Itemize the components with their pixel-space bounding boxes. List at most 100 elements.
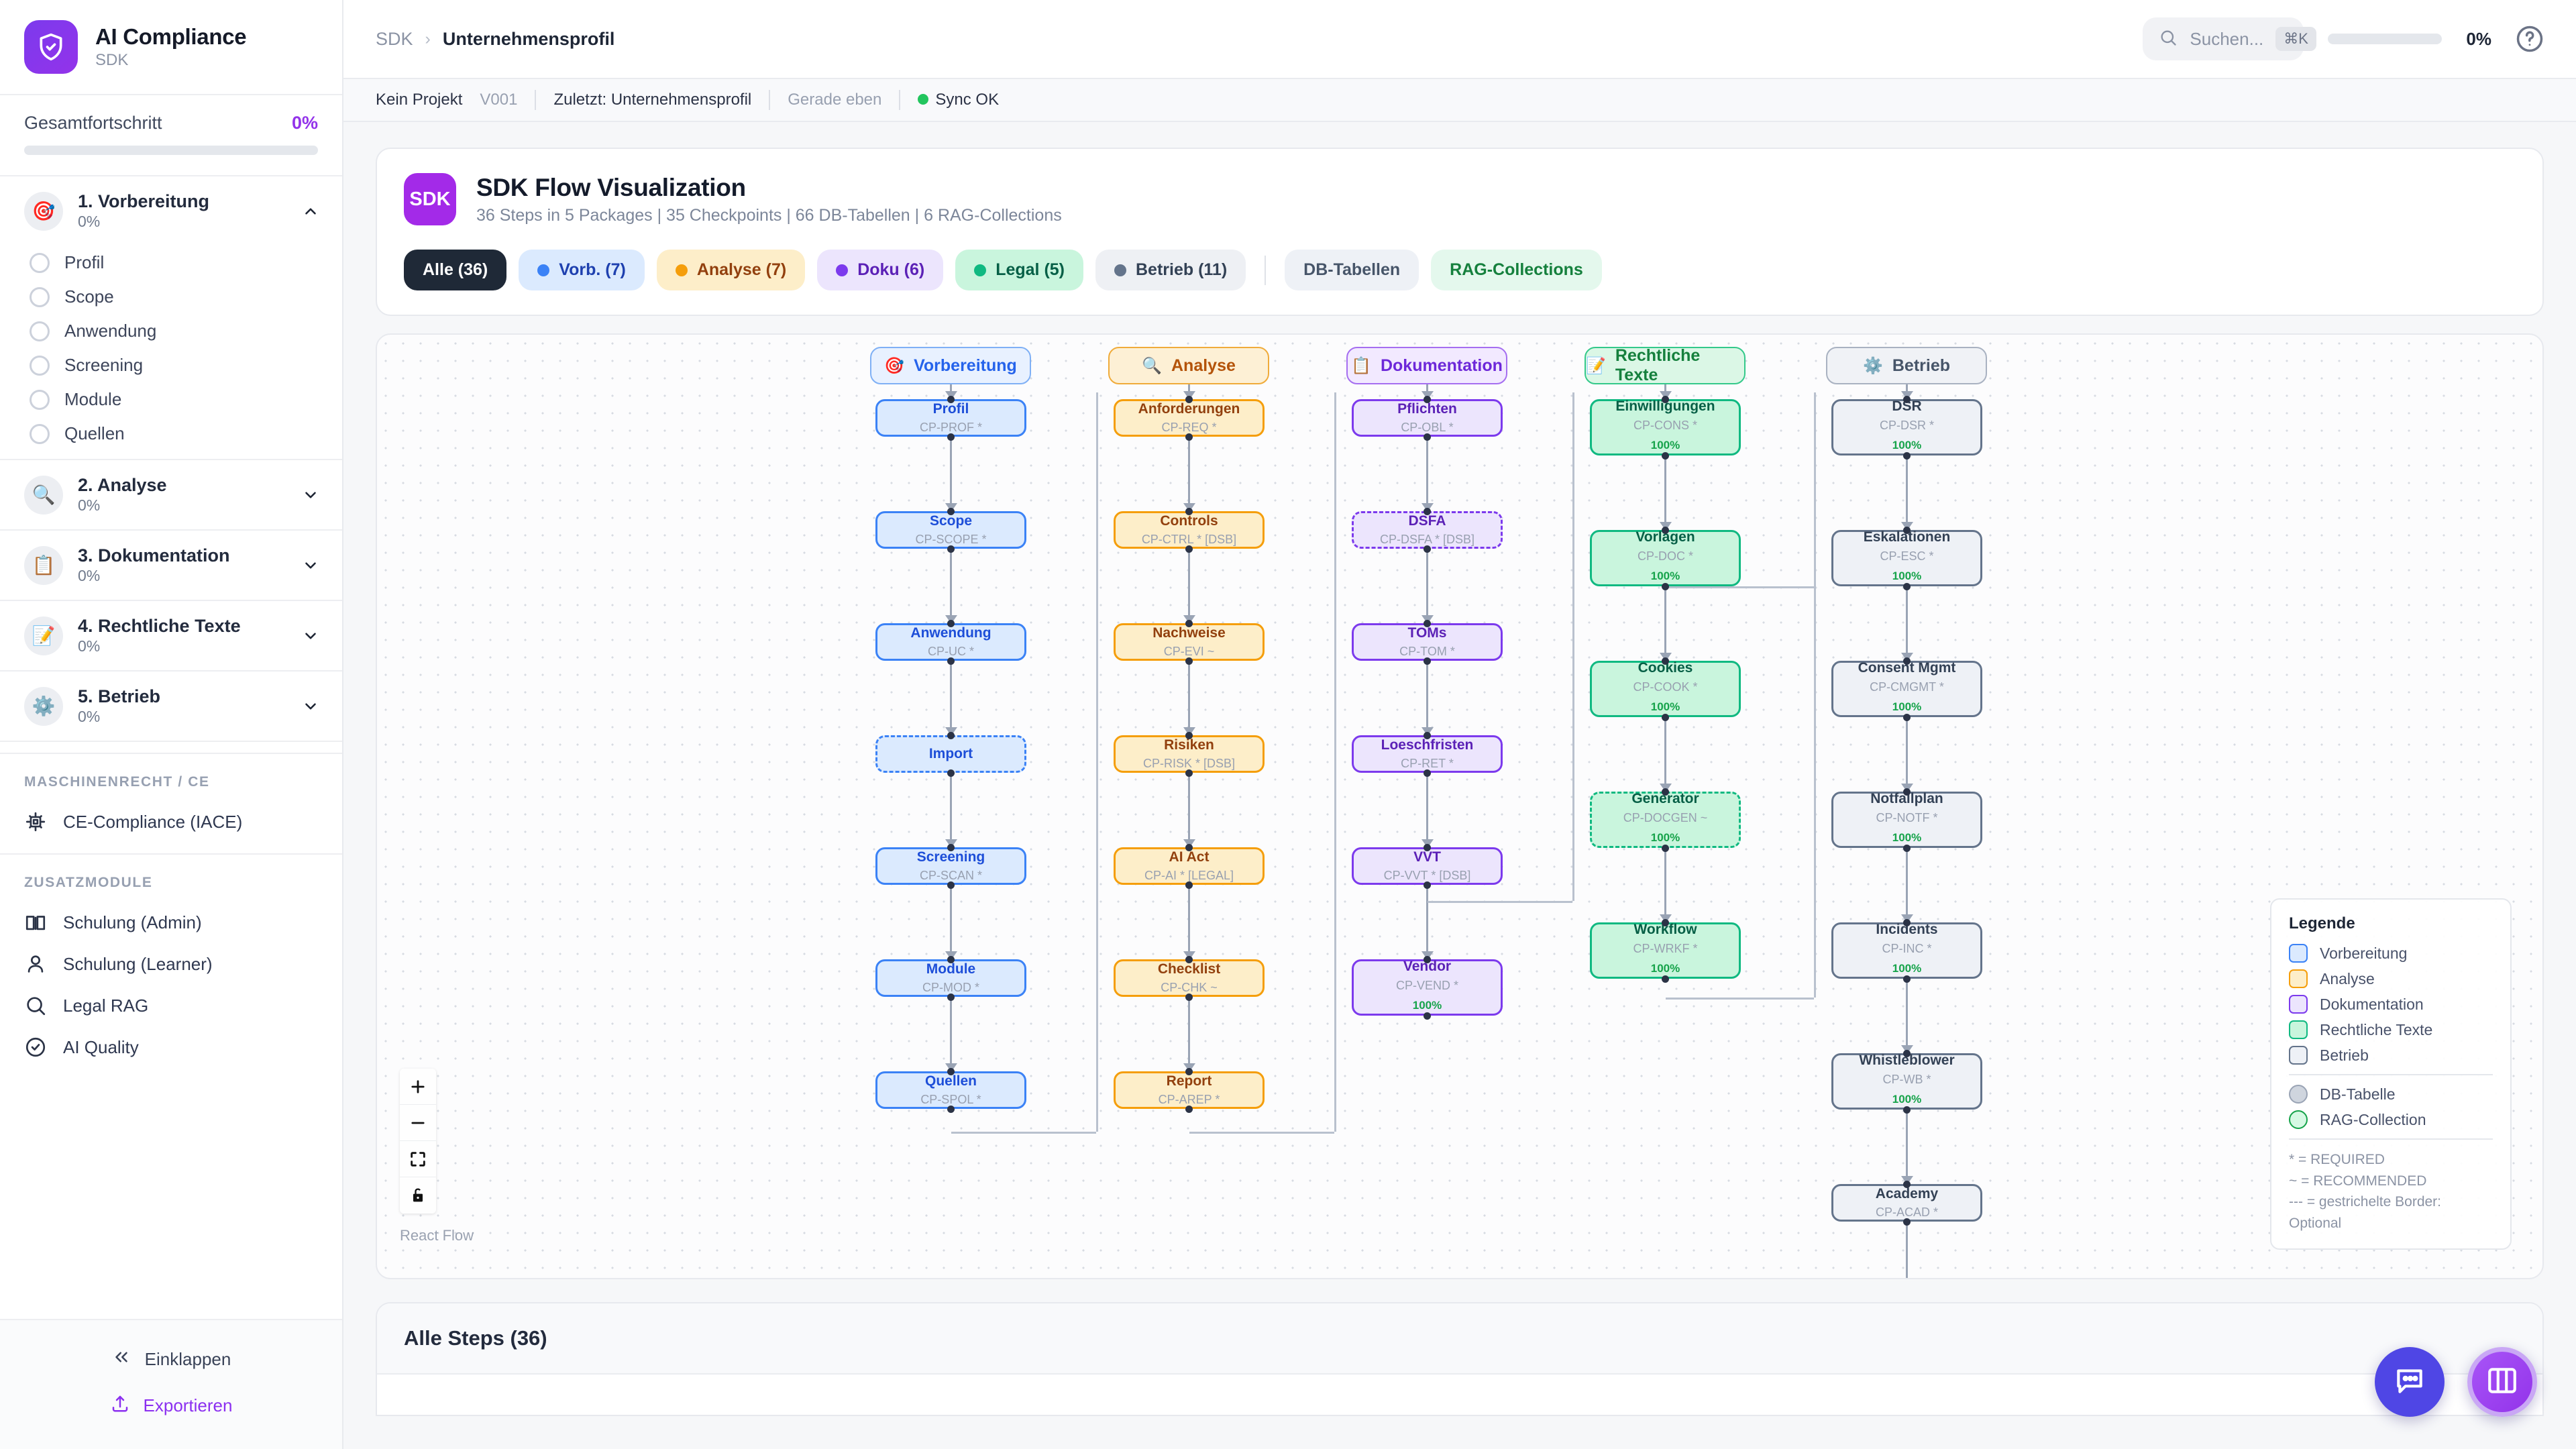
step-status-radio[interactable]	[30, 286, 50, 307]
node-handle[interactable]	[947, 657, 955, 665]
node-handle[interactable]	[1185, 769, 1193, 777]
breadcrumb-root[interactable]: SDK	[376, 28, 413, 49]
filter-chip-rag-collections[interactable]: RAG-Collections	[1431, 250, 1602, 290]
node-handle[interactable]	[947, 993, 955, 1001]
filter-chip-db-tabellen[interactable]: DB-Tabellen	[1285, 250, 1419, 290]
node-handle[interactable]	[1662, 582, 1669, 590]
node-handle[interactable]	[1662, 395, 1669, 403]
node-handle[interactable]	[947, 955, 955, 963]
node-handle[interactable]	[1903, 526, 1911, 534]
node-handle[interactable]	[947, 545, 955, 553]
node-handle[interactable]	[1662, 975, 1669, 983]
node-handle[interactable]	[947, 619, 955, 627]
sidebar-step-screening[interactable]: Screening	[0, 348, 342, 382]
node-handle[interactable]	[1903, 975, 1911, 983]
chevron-down-icon[interactable]	[302, 698, 319, 715]
zoom-controls[interactable]	[400, 1069, 436, 1214]
sidebar-step-quellen[interactable]: Quellen	[0, 417, 342, 451]
sidebar-item-ai-quality[interactable]: AI Quality	[0, 1026, 342, 1068]
sidebar-step-scope[interactable]: Scope	[0, 280, 342, 314]
node-handle[interactable]	[1903, 713, 1911, 721]
sidebar-item-schulung-learner[interactable]: Schulung (Learner)	[0, 943, 342, 985]
node-handle[interactable]	[947, 1105, 955, 1113]
zoom-out-button[interactable]	[400, 1105, 436, 1141]
filter-chip-analyse-7[interactable]: Analyse (7)	[656, 250, 806, 290]
node-handle[interactable]	[1662, 918, 1669, 926]
node-handle[interactable]	[947, 881, 955, 889]
node-handle[interactable]	[1424, 843, 1431, 851]
node-handle[interactable]	[1424, 1012, 1431, 1020]
zoom-in-button[interactable]	[400, 1069, 436, 1105]
sidebar-step-anwendung[interactable]: Anwendung	[0, 314, 342, 348]
node-handle[interactable]	[1903, 582, 1911, 590]
sidebar-item-ce-compliance-iace[interactable]: CE-Compliance (IACE)	[0, 801, 342, 843]
node-handle[interactable]	[1185, 619, 1193, 627]
node-handle[interactable]	[1903, 1049, 1911, 1057]
filter-chip-alle-36[interactable]: Alle (36)	[404, 250, 507, 290]
chat-fab[interactable]	[2375, 1347, 2445, 1417]
sidebar-step-module[interactable]: Module	[0, 382, 342, 417]
search-input[interactable]: Suchen... ⌘K	[2143, 17, 2316, 60]
node-handle[interactable]	[1903, 918, 1911, 926]
chevron-up-icon[interactable]	[302, 203, 319, 220]
node-handle[interactable]	[1903, 1180, 1911, 1188]
node-handle[interactable]	[1185, 545, 1193, 553]
node-handle[interactable]	[1903, 788, 1911, 796]
node-handle[interactable]	[1424, 881, 1431, 889]
node-handle[interactable]	[1662, 526, 1669, 534]
node-handle[interactable]	[1424, 769, 1431, 777]
node-handle[interactable]	[947, 731, 955, 739]
node-handle[interactable]	[1424, 955, 1431, 963]
filter-chip-betrieb-11[interactable]: Betrieb (11)	[1095, 250, 1246, 290]
flow-canvas[interactable]: 🎯Vorbereitung🔍Analyse📋Dokumentation📝Rech…	[376, 333, 2544, 1279]
node-handle[interactable]	[1185, 843, 1193, 851]
node-handle[interactable]	[947, 769, 955, 777]
node-handle[interactable]	[1185, 731, 1193, 739]
node-handle[interactable]	[1903, 844, 1911, 852]
step-status-radio[interactable]	[30, 321, 50, 341]
node-handle[interactable]	[1662, 844, 1669, 852]
chevron-down-icon[interactable]	[302, 627, 319, 645]
sidebar-step-profil[interactable]: Profil	[0, 246, 342, 280]
node-handle[interactable]	[1424, 619, 1431, 627]
sidebar-item-legal-rag[interactable]: Legal RAG	[0, 985, 342, 1026]
node-handle[interactable]	[1662, 713, 1669, 721]
node-handle[interactable]	[1185, 1105, 1193, 1113]
node-handle[interactable]	[1662, 451, 1669, 460]
collapse-sidebar-button[interactable]: Einklappen	[0, 1336, 342, 1383]
node-handle[interactable]	[947, 1067, 955, 1075]
node-handle[interactable]	[947, 507, 955, 515]
node-handle[interactable]	[1185, 433, 1193, 441]
node-handle[interactable]	[1903, 451, 1911, 460]
node-handle[interactable]	[1424, 507, 1431, 515]
panel-fab[interactable]	[2467, 1347, 2537, 1417]
node-handle[interactable]	[1185, 993, 1193, 1001]
node-handle[interactable]	[1424, 395, 1431, 403]
node-handle[interactable]	[1662, 657, 1669, 665]
node-handle[interactable]	[1424, 731, 1431, 739]
help-circle-icon[interactable]	[2516, 25, 2544, 53]
sidebar-item-schulung-admin[interactable]: Schulung (Admin)	[0, 902, 342, 943]
lock-icon[interactable]	[400, 1177, 436, 1214]
